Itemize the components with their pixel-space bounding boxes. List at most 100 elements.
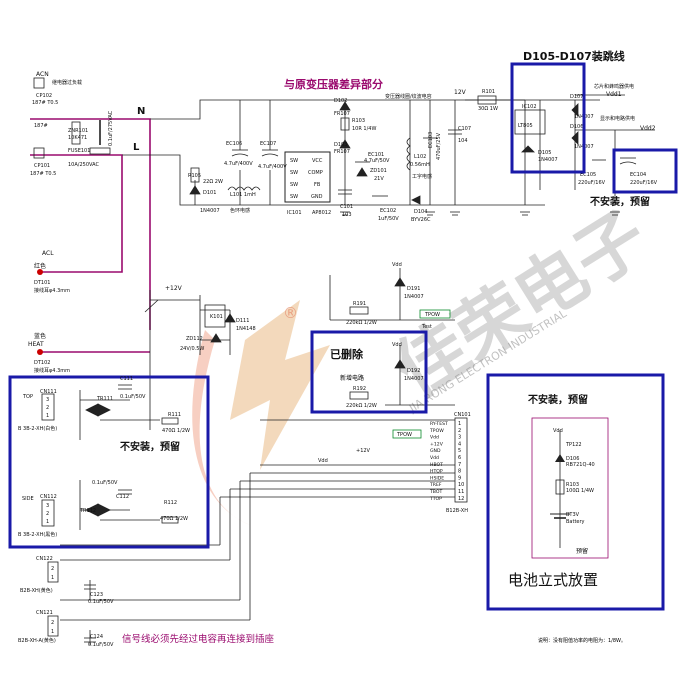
- ic101-pin-vcc: VCC: [312, 158, 323, 164]
- cn121-label: CN121: [36, 610, 53, 616]
- c123-val: 0.1uF/50V: [88, 599, 114, 605]
- label-n: N: [137, 106, 145, 117]
- ec104-cap-curve: [619, 161, 637, 165]
- cn122-pin-2: 2: [51, 566, 54, 572]
- dt102-label: DT102: [34, 360, 50, 366]
- r192-body: [349, 391, 369, 400]
- d103-val: FR107: [334, 149, 350, 155]
- acn-desc: 继电器过负载: [52, 79, 82, 86]
- cp101-desc: 187# T0.5: [30, 171, 56, 177]
- ic102-body: [514, 109, 546, 135]
- cn101-pin-4: 4: [458, 441, 461, 447]
- tpow-flag-bus: [392, 429, 422, 439]
- cx-val: 0.1uF/275VAC: [108, 110, 114, 146]
- ec106-cap-curve: [231, 153, 249, 157]
- ec104-box: [612, 148, 678, 194]
- ec107-cap-curve: [261, 153, 279, 157]
- cn122-conn: B2B-XH(黄色): [20, 587, 53, 594]
- zd112-label: ZD112: [186, 336, 203, 342]
- cn112-label: CN112: [40, 494, 57, 500]
- ic101-pin-sw3: SW: [290, 182, 298, 188]
- bat-resistor-val: 100Ω 1/4W: [566, 488, 594, 494]
- ec105-label: EC105: [580, 172, 596, 178]
- cn101-signal-4: +12V: [430, 441, 444, 447]
- r103-body: [340, 117, 350, 131]
- jumper-title: D105-D107装跳线: [523, 49, 625, 63]
- k101-switch: [144, 299, 159, 313]
- r101-val: 30Ω 1W: [478, 106, 498, 112]
- dt101-desc: 接线耳φ4.3mm: [34, 287, 70, 294]
- test-label: Test: [421, 324, 432, 330]
- cn112-pin-1: 1: [46, 519, 49, 525]
- transformer-diff-note: 与原变压器差异部分: [284, 77, 383, 91]
- cp102-label: CP102: [36, 93, 52, 99]
- ic101-pin-sw1: SW: [290, 158, 298, 164]
- ic101-pin-fb: FB: [314, 182, 321, 188]
- r111-val: 470Ω 1/2W: [162, 428, 190, 434]
- d191-label: D191: [407, 286, 420, 292]
- vdd-bat-label: Vdd: [553, 428, 563, 434]
- not-installed-left: 不安装，预留: [120, 440, 180, 453]
- dt101-label: DT101: [34, 280, 50, 286]
- cn101-signal-6: Vdd: [430, 455, 439, 461]
- r192-label: R192: [353, 386, 366, 392]
- r101-body: [477, 95, 497, 105]
- red-label: 红色: [34, 262, 46, 270]
- ec102-label: EC102: [380, 208, 396, 214]
- battery-subbox: [531, 417, 609, 559]
- cn112-side-label: SIDE: [22, 496, 34, 502]
- l101-desc: 色环电感: [230, 207, 250, 214]
- jumper-box: [510, 62, 586, 174]
- v12-bus-label: +12V: [356, 448, 371, 454]
- tpow-label-top: TPOW: [424, 312, 440, 318]
- ec101-val: 4.7uF/50V: [364, 158, 390, 164]
- vdd2-label: Vdd2: [640, 125, 656, 132]
- v12-label: 12V: [454, 89, 467, 96]
- d111-label: D111: [236, 318, 249, 324]
- vdd-top-label: Vdd: [392, 262, 402, 268]
- tr111-label: TR111: [96, 396, 113, 402]
- watermark-registered: ®: [283, 304, 298, 322]
- ec104-val: 220uF/16V: [630, 180, 658, 186]
- c124-val: 0.1uF/50V: [88, 642, 114, 648]
- cn101-pin-5: 5: [458, 448, 461, 454]
- triac-box: [8, 375, 210, 549]
- battery-label: BT3V: [566, 512, 580, 518]
- tpow-label-bus: TPOW: [396, 432, 412, 438]
- l101-coil: [227, 186, 261, 191]
- label-l: L: [133, 142, 140, 153]
- l102-label: L102: [414, 154, 426, 160]
- znr101-label: ZNR101: [68, 128, 88, 134]
- acn-label: ACN: [36, 71, 49, 78]
- cn111-top-label: TOP: [22, 394, 33, 400]
- signal-note: 信号线必须先经过电容再连接到插座: [122, 633, 275, 645]
- d104-label: D104: [414, 209, 427, 215]
- cn101-signal-9: HSIDE: [430, 475, 444, 481]
- ic101-pin-sw4: SW: [290, 194, 298, 200]
- d192-diode: [394, 359, 406, 369]
- zd112-val: 24V/0.5W: [180, 346, 204, 352]
- cp102-terminal: [33, 77, 45, 89]
- cn112-conn: B 3B-2-XH(黑色): [18, 531, 57, 538]
- c107-val: 104: [458, 138, 468, 144]
- d106-diode: [571, 131, 579, 145]
- d103-diode: [339, 139, 351, 149]
- cn101-signal-2: TPOW: [429, 428, 444, 434]
- not-installed-top: 不安装，预留: [590, 195, 650, 208]
- k101-label: K101: [210, 314, 223, 320]
- c101-label: C101: [340, 204, 353, 210]
- bottom-connectors: [47, 561, 96, 643]
- ic102-label: IC102: [522, 104, 537, 110]
- d102-label: D102: [334, 98, 347, 104]
- cn101-pin-2: 2: [458, 428, 461, 434]
- d101-label: D101: [203, 190, 216, 196]
- battery-desc: Battery: [566, 519, 585, 525]
- d105-label: D105: [538, 150, 551, 156]
- r105-val: 22Ω 2W: [203, 179, 223, 185]
- n187-label: 187#: [34, 123, 48, 129]
- cn112-pin-2: 2: [46, 511, 49, 517]
- ec106-label: EC106: [226, 141, 242, 147]
- zd101-diode: [356, 167, 368, 177]
- c112-label: C112: [116, 494, 129, 500]
